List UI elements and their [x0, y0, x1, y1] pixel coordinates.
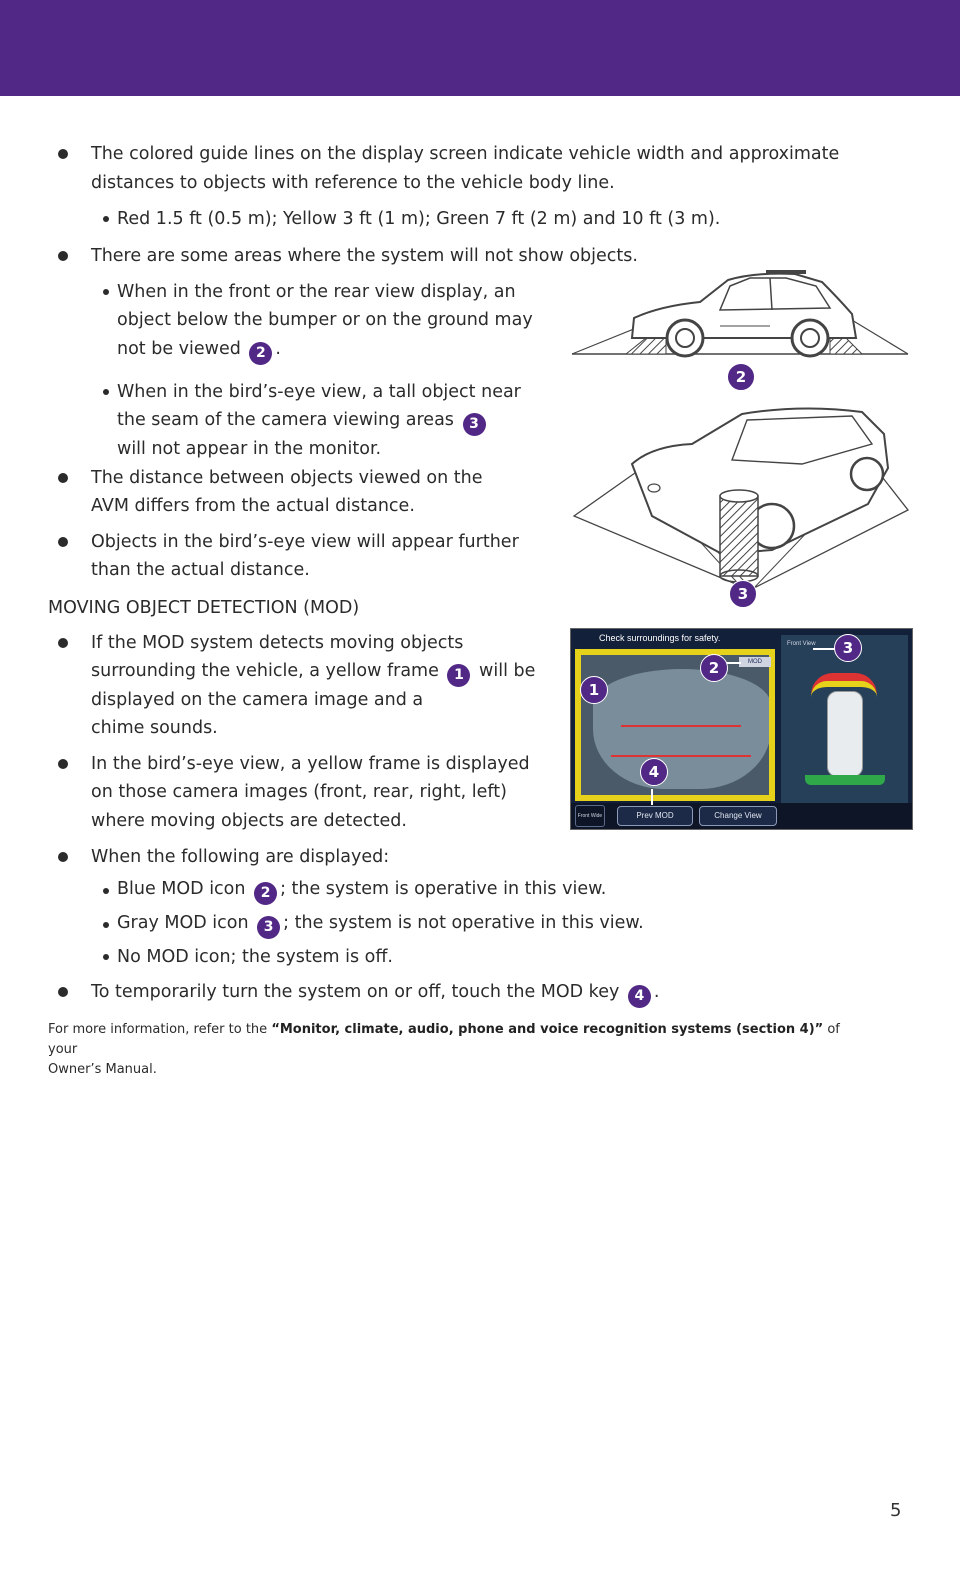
- green-guide-bar: [805, 775, 885, 785]
- paragraph-text: surrounding the vehicle, a yellow frame: [91, 661, 439, 681]
- vehicle-top-view: [827, 691, 863, 777]
- figure-callout-3: 3: [834, 634, 862, 662]
- paragraph: To temporarily turn the system on or off…: [91, 980, 659, 1008]
- footnote-text: of your: [48, 1022, 840, 1057]
- paragraph-text: To temporarily turn the system on or off…: [91, 982, 620, 1002]
- paragraph-text: not be viewed: [117, 339, 241, 359]
- gray-mod-pointer: [813, 648, 837, 650]
- sub-bullet: [103, 888, 109, 894]
- paragraph: If the MOD system detects moving objects: [91, 633, 464, 653]
- mod-key-pointer: [651, 789, 653, 805]
- paragraph: than the actual distance.: [91, 560, 310, 580]
- section-heading: MOVING OBJECT DETECTION (MOD): [48, 598, 360, 618]
- paragraph: No MOD icon; the system is off.: [117, 947, 393, 967]
- callout-badge: 3: [257, 916, 281, 939]
- paragraph: object below the bumper or on the ground…: [117, 310, 533, 330]
- paragraph: where moving objects are detected.: [91, 811, 407, 831]
- paragraph: The distance between objects viewed on t…: [91, 468, 483, 488]
- paragraph: displayed on the camera image and a: [91, 690, 424, 710]
- paragraph: When in the bird’s-eye view, a tall obje…: [117, 382, 521, 402]
- side-view-car-figure: [571, 270, 909, 358]
- figure-callout-4: 4: [640, 758, 668, 786]
- mod-icon-pointer: [721, 662, 741, 664]
- figure-callout-2: 2: [700, 654, 728, 682]
- sub-bullet: [103, 216, 109, 222]
- paragraph: chime sounds.: [91, 718, 218, 738]
- paragraph-text: ; the system is operative in this view.: [280, 879, 607, 899]
- mod-key-button[interactable]: Prev MOD: [617, 806, 693, 826]
- screen-banner: Check surroundings for safety.: [599, 633, 721, 643]
- paragraph: There are some areas where the system wi…: [91, 246, 638, 266]
- yellow-guide-arc: [811, 681, 877, 697]
- bullet: [58, 537, 68, 547]
- sub-bullet: [103, 954, 109, 960]
- sub-bullet: [103, 922, 109, 928]
- guide-line: [611, 755, 751, 757]
- footnote-text: For more information, refer to the: [48, 1022, 272, 1037]
- punctuation: .: [653, 982, 660, 1002]
- paragraph-text: ; the system is not operative in this vi…: [283, 913, 644, 933]
- camera-view-frame: [575, 649, 775, 801]
- bullet: [58, 149, 68, 159]
- guide-line: [621, 725, 741, 727]
- punctuation: .: [275, 339, 281, 359]
- birds-eye-panel: Front View: [781, 635, 908, 803]
- paragraph: will not appear in the monitor.: [117, 439, 382, 459]
- view-label: Front View: [787, 641, 816, 647]
- header-band: [0, 0, 960, 96]
- paragraph: AVM differs from the actual distance.: [91, 496, 415, 516]
- bullet: [58, 473, 68, 483]
- button-bar: Front Wide Prev MOD Change View: [571, 803, 912, 829]
- sub-bullet: [103, 289, 109, 295]
- paragraph-text: will be: [479, 661, 536, 681]
- footnote: For more information, refer to the “Moni…: [48, 1020, 868, 1080]
- paragraph: When in the front or the rear view displ…: [117, 282, 516, 302]
- footnote-reference: “Monitor, climate, audio, phone and voic…: [271, 1022, 824, 1037]
- paragraph: the seam of the camera viewing areas 3: [117, 408, 489, 436]
- sub-bullet: [103, 389, 109, 395]
- paragraph: distances to objects with reference to t…: [91, 173, 615, 193]
- paragraph-text: Gray MOD icon: [117, 913, 249, 933]
- change-view-button[interactable]: Change View: [699, 806, 777, 826]
- figure-callout-3: 3: [729, 580, 757, 608]
- paragraph: When the following are displayed:: [91, 847, 390, 867]
- callout-badge: 4: [627, 985, 651, 1008]
- bullet: [58, 251, 68, 261]
- callout-badge: 2: [249, 342, 273, 365]
- paragraph: Blue MOD icon 2; the system is operative…: [117, 877, 606, 905]
- bullet: [58, 987, 68, 997]
- paragraph: not be viewed 2.: [117, 337, 281, 365]
- figure-callout-2: 2: [727, 363, 755, 391]
- paragraph: In the bird’s-eye view, a yellow frame i…: [91, 754, 530, 774]
- red-guide-arc: [811, 673, 877, 695]
- camera-button[interactable]: Front Wide: [575, 805, 605, 827]
- footnote-text: Owner’s Manual.: [48, 1062, 157, 1077]
- figure-callout-1: 1: [580, 676, 608, 704]
- paragraph: Objects in the bird’s-eye view will appe…: [91, 532, 519, 552]
- callout-badge: 1: [447, 664, 471, 687]
- avm-screen-figure: Check surroundings for safety. MOD Front…: [570, 628, 913, 830]
- birds-eye-perspective-figure: [572, 407, 909, 591]
- bullet: [58, 638, 68, 648]
- callout-badge: 2: [254, 882, 278, 905]
- bullet: [58, 852, 68, 862]
- callout-badge: 3: [462, 413, 486, 436]
- guide-line-distances: Red 1.5 ft (0.5 m); Yellow 3 ft (1 m); G…: [117, 209, 721, 229]
- mod-icon-indicator: MOD: [739, 657, 771, 667]
- paragraph-text: Blue MOD icon: [117, 879, 246, 899]
- paragraph: surrounding the vehicle, a yellow frame …: [91, 659, 535, 687]
- paragraph: Gray MOD icon 3; the system is not opera…: [117, 911, 644, 939]
- paragraph-text: the seam of the camera viewing areas: [117, 410, 454, 430]
- bullet: [58, 759, 68, 769]
- paragraph: on those camera images (front, rear, rig…: [91, 782, 507, 802]
- page-number: 5: [890, 1500, 902, 1521]
- paragraph: The colored guide lines on the display s…: [91, 144, 840, 164]
- camera-image: [593, 669, 769, 789]
